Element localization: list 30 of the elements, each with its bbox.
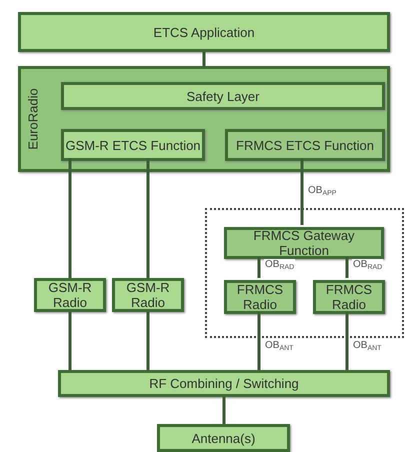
connector-line — [222, 397, 226, 424]
vertical-layer-label: EuroRadio — [24, 88, 42, 150]
process-box: GSM-R Radio — [34, 278, 106, 312]
connector-line — [258, 257, 260, 278]
process-box: Antenna(s) — [157, 424, 290, 452]
connector-line — [68, 158, 72, 278]
process-box: FRMCS Radio — [313, 280, 385, 314]
process-box: FRMCS Gateway Function — [224, 227, 384, 259]
edge-label: OB$_{APP}$ — [307, 185, 338, 197]
connector-line — [346, 312, 348, 370]
process-box: GSM-R Radio — [112, 278, 184, 312]
process-box: Safety Layer — [61, 82, 385, 110]
process-box: FRMCS ETCS Function — [225, 129, 385, 161]
connector-line — [68, 312, 72, 370]
edge-label: OB$_{RAD}$ — [352, 259, 384, 271]
edge-label: OB$_{ANT}$ — [352, 340, 382, 352]
connector-line — [258, 312, 260, 370]
connector-line — [202, 52, 206, 66]
connector-line — [146, 158, 150, 278]
process-box: RF Combining / Switching — [58, 370, 390, 397]
edge-label: OB$_{RAD}$ — [264, 259, 296, 271]
dotted-group-frame — [205, 208, 404, 338]
connector-line — [346, 257, 348, 278]
process-box: GSM-R ETCS Function — [61, 129, 205, 161]
process-box: ETCS Application — [18, 12, 390, 52]
connector-line — [146, 312, 150, 370]
connector-line — [300, 158, 304, 225]
edge-label: OB$_{ANT}$ — [264, 340, 294, 352]
process-box: FRMCS Radio — [224, 280, 296, 314]
layer-container — [18, 66, 390, 172]
